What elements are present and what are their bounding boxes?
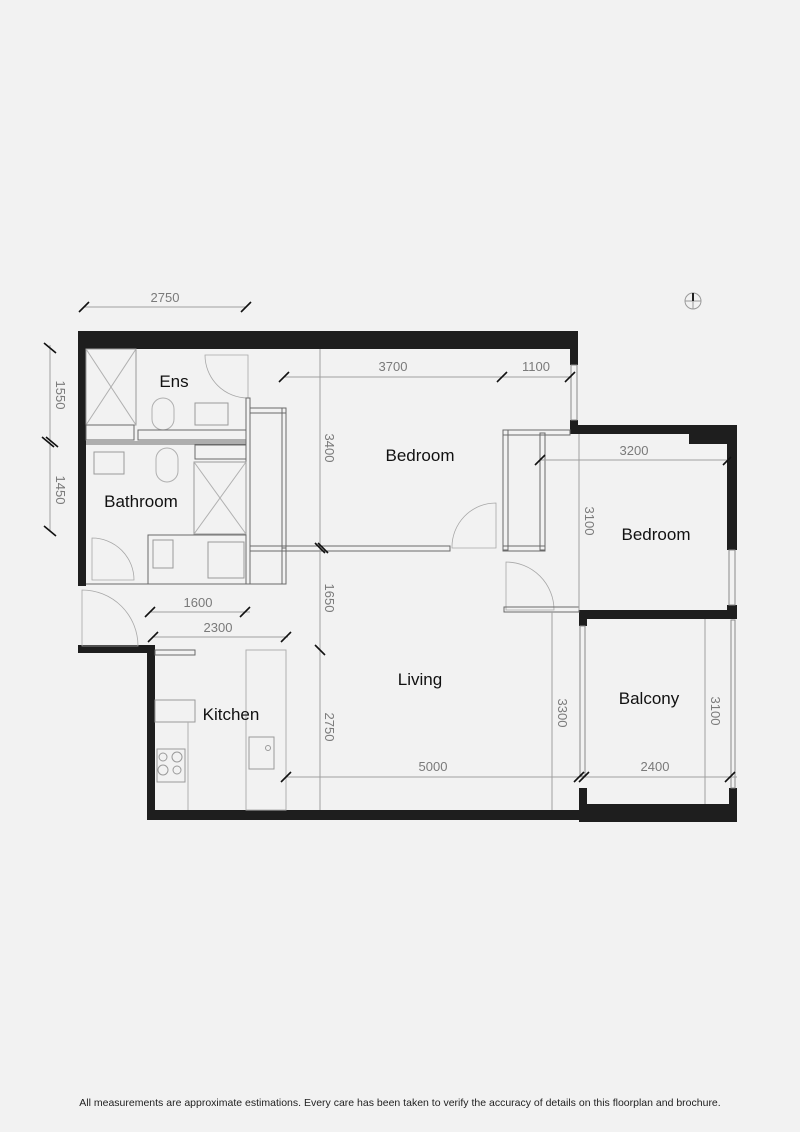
windows <box>570 364 736 789</box>
dim-bedroom2-depth: 3100 <box>582 507 597 536</box>
bedroom1-door <box>451 502 497 549</box>
ens-door <box>204 354 249 399</box>
dim-top-2750: 2750 <box>151 290 180 305</box>
room-label-living: Living <box>398 670 442 689</box>
dim-bedroom1-robe: 1100 <box>522 359 550 374</box>
room-label-bedroom-2: Bedroom <box>622 525 691 544</box>
dim-living-2750: 2750 <box>322 713 337 742</box>
dim-living-width: 5000 <box>419 759 448 774</box>
room-label-bedroom-1: Bedroom <box>386 446 455 465</box>
interior-partitions <box>86 397 451 585</box>
north-compass-icon <box>684 292 702 310</box>
bedroom1-wardrobe <box>502 429 571 552</box>
ensuite-fixtures <box>85 348 247 445</box>
dim-kitchen-1600: 1600 <box>184 595 213 610</box>
kitchen-fixtures <box>154 649 287 811</box>
dim-balcony-width: 2400 <box>641 759 670 774</box>
dim-living-depth: 3300 <box>555 699 570 728</box>
exterior-walls <box>78 331 737 822</box>
dim-left-1550: 1550 <box>53 381 68 410</box>
bedroom2-door <box>505 561 555 611</box>
dim-balcony-depth: 3100 <box>708 697 723 726</box>
entry-door <box>81 589 139 647</box>
dim-bedroom1-width: 3700 <box>379 359 408 374</box>
dim-left-1450: 1450 <box>53 476 68 505</box>
room-label-balcony: Balcony <box>619 689 680 708</box>
bathroom-door <box>91 537 135 581</box>
bathroom-fixtures <box>93 447 247 579</box>
dimension-lines <box>41 301 737 810</box>
dim-living-1650: 1650 <box>322 584 337 613</box>
dim-bedroom2-width: 3200 <box>620 443 649 458</box>
dim-bedroom1-depth: 3400 <box>322 434 337 463</box>
room-label-kitchen: Kitchen <box>203 705 260 724</box>
room-label-ens: Ens <box>159 372 188 391</box>
room-label-bathroom: Bathroom <box>104 492 178 511</box>
disclaimer-text: All measurements are approximate estimat… <box>79 1097 721 1109</box>
dim-kitchen-2300: 2300 <box>204 620 233 635</box>
bedroom2-door-wall <box>503 606 580 613</box>
